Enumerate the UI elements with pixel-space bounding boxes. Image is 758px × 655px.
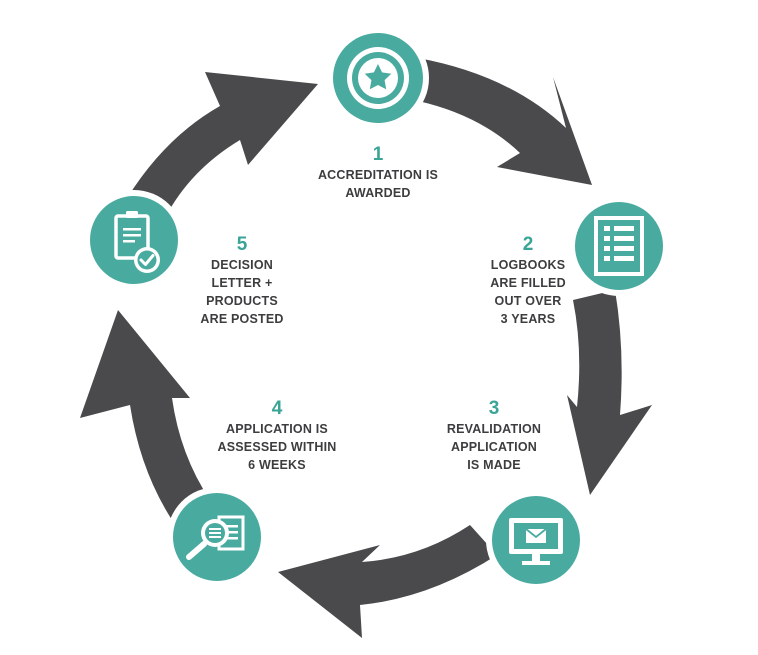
step-5-line: PRODUCTS (206, 294, 278, 308)
step-1-label: 1 ACCREDITATION IS AWARDED (298, 144, 458, 202)
step-5-node (84, 190, 184, 290)
magnifier-document-icon (186, 515, 245, 560)
step-5-line: ARE POSTED (200, 312, 284, 326)
arrow-3-to-4 (278, 525, 497, 638)
step-1-node (327, 27, 429, 129)
step-2-line: 3 YEARS (500, 312, 556, 326)
star-badge-icon (347, 47, 409, 109)
step-3-label: 3 REVALIDATION APPLICATION IS MADE (432, 398, 556, 474)
arrow-2-to-3 (567, 290, 652, 495)
arrow-4-to-5 (80, 310, 210, 520)
monitor-envelope-icon (509, 518, 563, 565)
step-1-number: 1 (372, 144, 384, 165)
step-1-line: AWARDED (345, 186, 411, 200)
step-5-number: 5 (236, 234, 248, 255)
step-4-line: 6 WEEKS (248, 458, 306, 472)
arrow-5-to-1 (120, 72, 318, 218)
step-2-line: LOGBOOKS (490, 258, 566, 272)
step-3-number: 3 (488, 398, 500, 419)
step-2-line: OUT OVER (494, 294, 562, 308)
cycle-ring (80, 58, 652, 638)
step-5-line: DECISION (210, 258, 274, 272)
step-2-line: ARE FILLED (490, 276, 566, 290)
step-4-number: 4 (271, 398, 283, 419)
step-3-node (486, 490, 586, 590)
step-5-label: 5 DECISION LETTER + PRODUCTS ARE POSTED (190, 234, 294, 328)
step-4-line: APPLICATION IS (226, 422, 328, 436)
checklist-icon (594, 216, 644, 276)
step-2-node (569, 196, 669, 296)
clipboard-check-icon (114, 211, 160, 273)
step-3-line: REVALIDATION (446, 422, 542, 436)
step-4-line: ASSESSED WITHIN (217, 440, 337, 454)
step-3-line: APPLICATION (451, 440, 537, 454)
step-4-label: 4 APPLICATION IS ASSESSED WITHIN 6 WEEKS (206, 398, 348, 474)
arrow-1-to-2 (418, 58, 592, 185)
step-5-line: LETTER + (211, 276, 273, 290)
step-2-label: 2 LOGBOOKS ARE FILLED OUT OVER 3 YEARS (470, 234, 586, 328)
step-2-number: 2 (522, 234, 534, 255)
step-3-line: IS MADE (467, 458, 521, 472)
step-1-line: ACCREDITATION IS (317, 168, 439, 182)
step-4-node (167, 487, 267, 587)
